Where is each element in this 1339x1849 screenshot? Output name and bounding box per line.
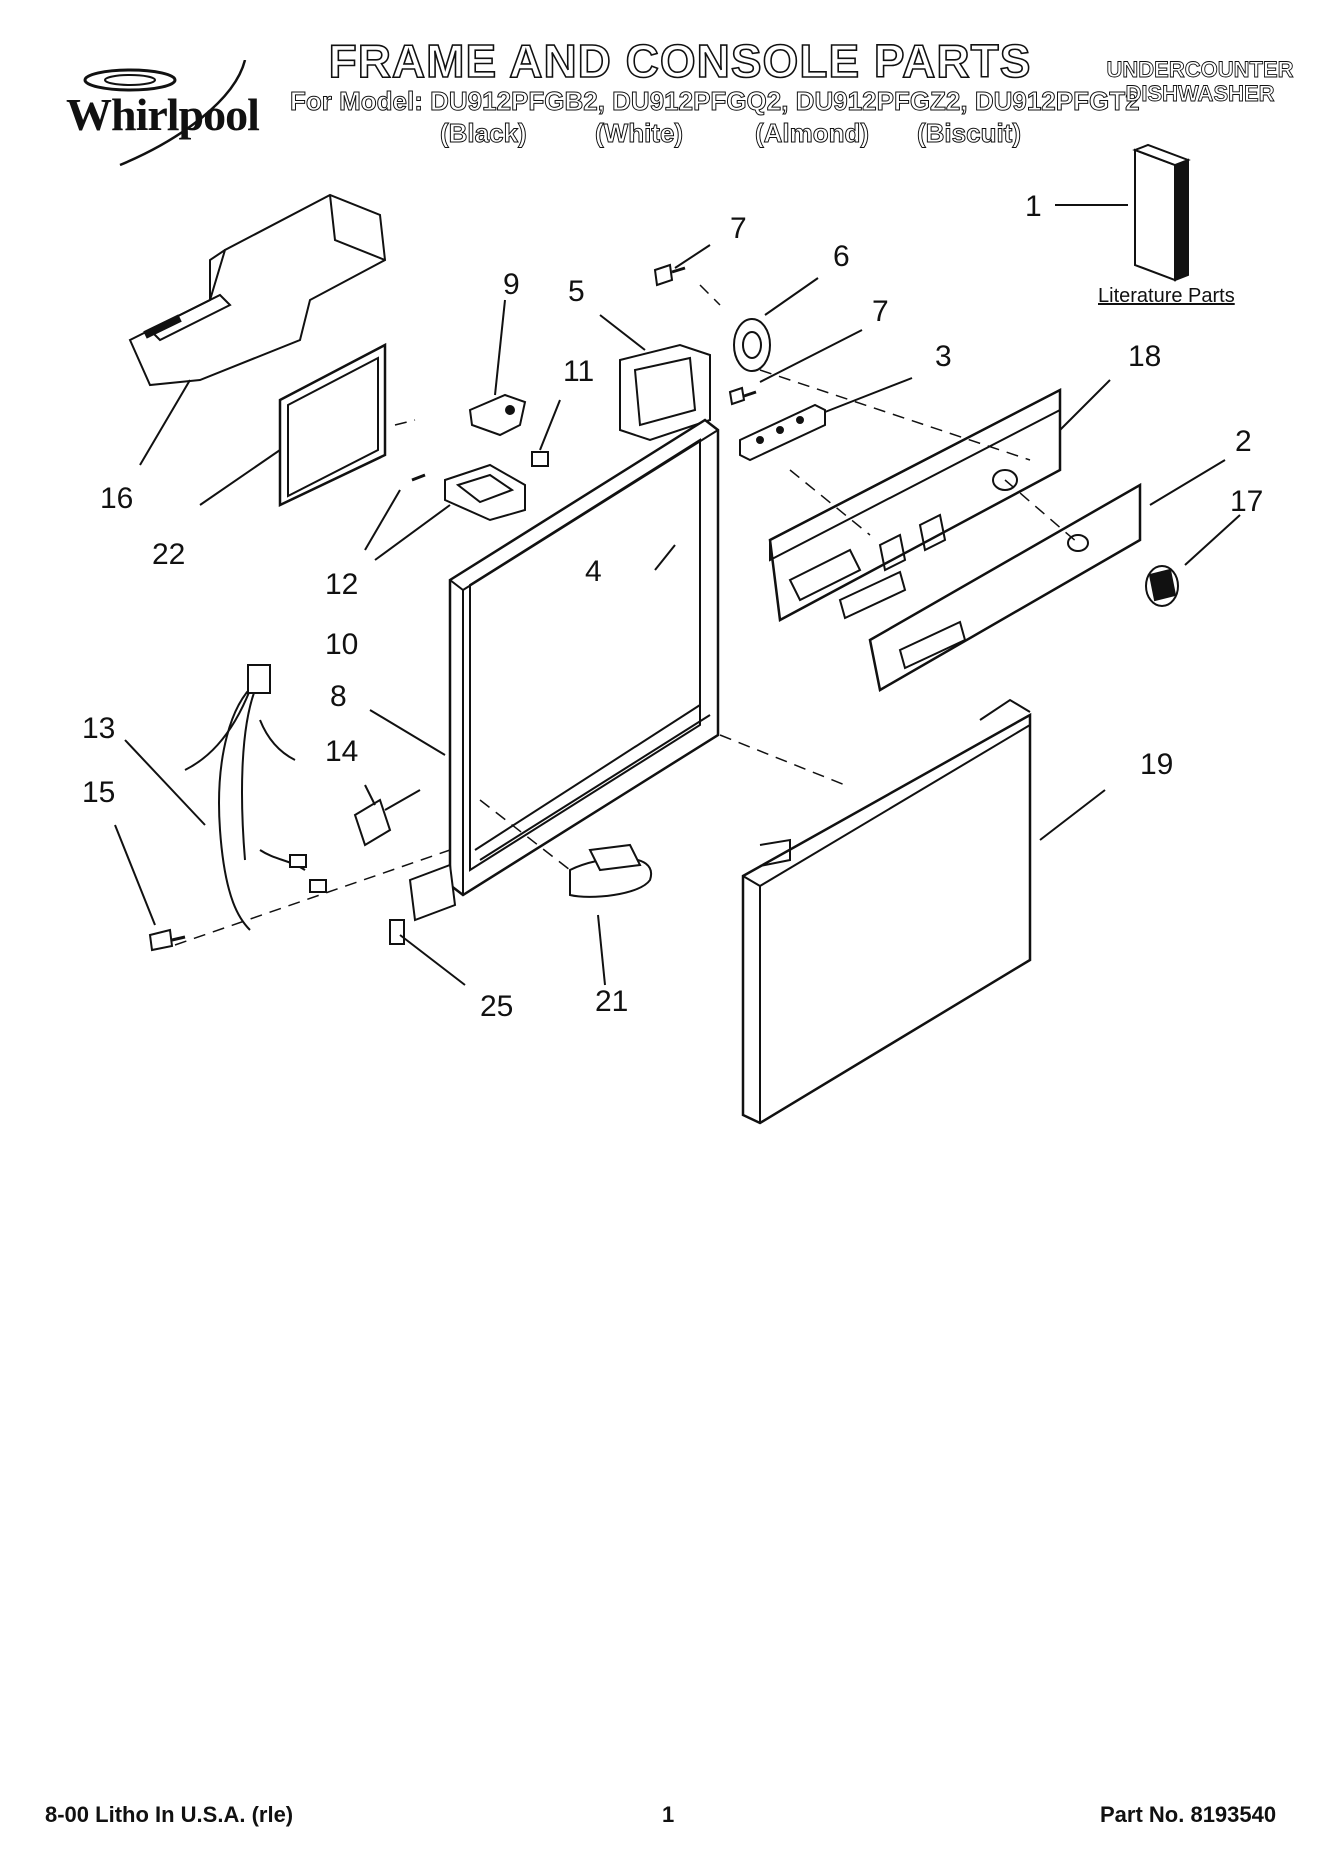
callout-10: 10 bbox=[325, 628, 359, 661]
footer-page-number: 1 bbox=[662, 1802, 675, 1827]
timer-knob-hub bbox=[733, 318, 771, 372]
callout-4: 4 bbox=[585, 555, 602, 588]
color-almond: (Almond) bbox=[754, 118, 870, 149]
callout-11: 11 bbox=[563, 355, 595, 388]
screw-lower bbox=[728, 386, 757, 406]
callout-12: 12 bbox=[325, 568, 359, 601]
door-frame bbox=[408, 418, 720, 922]
timer bbox=[619, 343, 711, 442]
insulation-panel bbox=[278, 342, 387, 507]
callout-1: 1 bbox=[1025, 190, 1042, 223]
callout-7-upper: 7 bbox=[730, 212, 747, 245]
callout-5: 5 bbox=[568, 275, 585, 308]
callout-21: 21 bbox=[595, 985, 629, 1018]
screw-upper bbox=[653, 263, 686, 287]
callout-15: 15 bbox=[82, 776, 116, 809]
literature-parts-label: Literature Parts bbox=[1098, 285, 1235, 307]
callout-6: 6 bbox=[833, 240, 850, 273]
latch-bracket bbox=[444, 463, 526, 522]
callout-14: 14 bbox=[325, 735, 359, 768]
callout-9: 9 bbox=[503, 268, 520, 301]
control-knob bbox=[1145, 565, 1179, 607]
logo-swirl-icon bbox=[83, 60, 247, 167]
color-white: (White) bbox=[594, 118, 684, 149]
callout-18: 18 bbox=[1128, 340, 1162, 373]
console-housing bbox=[128, 193, 387, 387]
footer-part-number: Part No. 8193540 bbox=[1100, 1802, 1277, 1827]
connector bbox=[531, 451, 549, 467]
handle-clip bbox=[569, 843, 653, 898]
appliance-type: UNDERCOUNTER DISHWASHER bbox=[1080, 57, 1320, 106]
callout-16: 16 bbox=[100, 482, 134, 515]
callout-17: 17 bbox=[1230, 485, 1264, 518]
whirlpool-logo: Whirlpool bbox=[60, 60, 280, 170]
callout-8: 8 bbox=[330, 680, 347, 713]
brand-name: Whirlpool bbox=[66, 89, 260, 140]
callout-3: 3 bbox=[935, 340, 952, 373]
appliance-line2: DISHWASHER bbox=[1125, 81, 1275, 106]
callout-19: 19 bbox=[1140, 748, 1174, 781]
callout-7-lower: 7 bbox=[872, 295, 889, 328]
pin bbox=[411, 473, 426, 482]
door-clip bbox=[389, 919, 405, 945]
callout-2: 2 bbox=[1235, 425, 1252, 458]
appliance-line1: UNDERCOUNTER bbox=[1106, 57, 1294, 82]
console-overlay bbox=[868, 482, 1142, 692]
literature-booklet bbox=[1132, 143, 1191, 282]
callout-13: 13 bbox=[82, 712, 116, 745]
leader-arrows bbox=[114, 204, 1241, 986]
page-title: FRAME AND CONSOLE PARTS bbox=[328, 34, 1032, 88]
color-black: (Black) bbox=[440, 118, 528, 149]
color-biscuit: (Biscuit) bbox=[917, 118, 1022, 149]
footer-litho: 8-00 Litho In U.S.A. (rle) bbox=[45, 1802, 294, 1827]
thermal-fuse bbox=[353, 789, 421, 847]
callout-22: 22 bbox=[152, 538, 186, 571]
callout-25: 25 bbox=[480, 990, 514, 1023]
outer-door-panel bbox=[741, 698, 1032, 1125]
wiring-harness bbox=[148, 664, 327, 952]
switch-part bbox=[468, 393, 527, 437]
indicator-light-bar bbox=[739, 403, 826, 462]
guide-lines bbox=[174, 284, 1079, 946]
model-line: For Model: DU912PFGB2, DU912PFGQ2, DU912… bbox=[290, 86, 1141, 117]
